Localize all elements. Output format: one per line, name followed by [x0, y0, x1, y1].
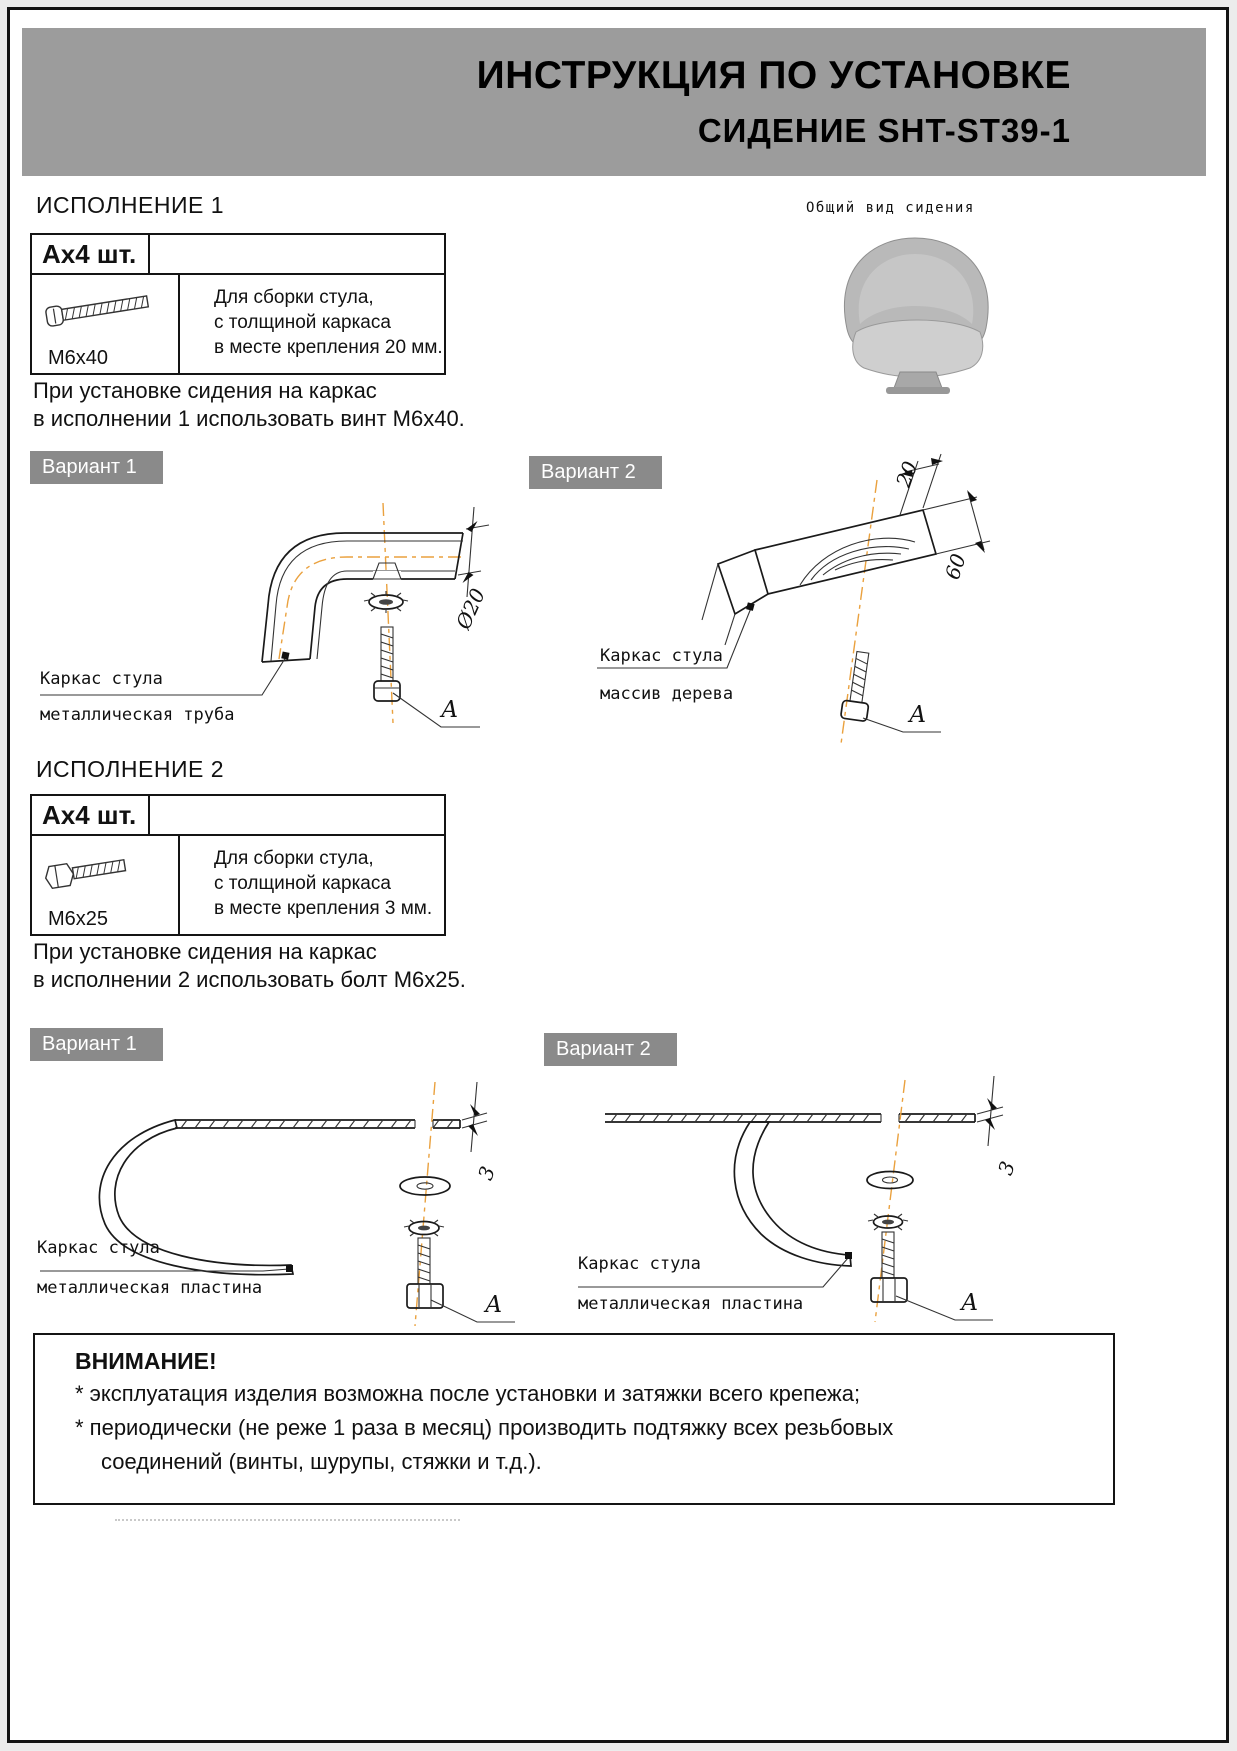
plate-frame-drawing-2	[578, 1075, 1004, 1323]
hardware-desc-line: Для сборки стула,	[214, 848, 374, 869]
frame-label: Каркас стула	[37, 1238, 160, 1258]
frame-label: Каркас стула	[40, 669, 163, 689]
note-exec1: При установке сидения на каркас в исполн…	[33, 377, 465, 433]
plate-frame-drawing-1	[40, 1081, 515, 1327]
hardware-desc-line: с толщиной каркаса	[214, 873, 391, 894]
hardware-icon-cell: M6x25	[32, 836, 180, 934]
material-label: массив дерева	[600, 684, 734, 704]
part-size-exec1: M6x40	[48, 347, 109, 369]
header-band: ИНСТРУКЦИЯ ПО УСТАНОВКЕ СИДЕНИЕ SHT-ST39…	[22, 28, 1206, 176]
fold-mark	[115, 1519, 460, 1521]
hardware-icon-cell: M6x40	[32, 275, 180, 373]
hardware-desc-line: Для сборки стула,	[214, 287, 374, 308]
bolt-icon	[44, 858, 127, 890]
hardware-table-exec2: Ах4 шт. M6x25 Для сборки стула, с толщин…	[30, 794, 446, 936]
badge-exec2-variant2: Вариант 2	[544, 1033, 677, 1066]
warning-title: ВНИМАНИЕ!	[75, 1348, 217, 1374]
hardware-description: Для сборки стула, с толщиной каркаса в м…	[180, 836, 444, 934]
note-line: в исполнении 2 использовать болт М6х25.	[33, 967, 466, 992]
hardware-desc-line: в месте крепления 20 мм.	[214, 337, 443, 358]
hardware-desc-line: в месте крепления 3 мм.	[214, 898, 433, 919]
tube-frame-drawing	[40, 502, 490, 728]
warning-item: * периодически (не реже 1 раза в месяц) …	[75, 1415, 894, 1440]
diagram-exec2-variant2: Каркас стула металлическая пластина 3 А	[545, 1068, 1035, 1358]
warning-item: соединений (винты, шурупы, стяжки и т.д.…	[101, 1449, 542, 1474]
screw-icon	[45, 295, 150, 327]
section-callout: А	[961, 1290, 979, 1316]
badge-exec1-variant1: Вариант 1	[30, 451, 163, 484]
badge-exec2-variant1: Вариант 1	[30, 1028, 163, 1061]
hardware-qty-exec1: Ах4 шт.	[32, 235, 150, 273]
section-callout: А	[485, 1292, 503, 1318]
material-label: металлическая пластина	[37, 1278, 263, 1298]
warning-box: ВНИМАНИЕ! * эксплуатация изделия возможн…	[33, 1333, 1115, 1505]
section-callout: А	[909, 702, 927, 728]
page-subtitle: СИДЕНИЕ SHT-ST39-1	[697, 112, 1071, 149]
note-line: При установке сидения на каркас	[33, 939, 377, 964]
frame-label: Каркас стула	[578, 1254, 701, 1274]
hardware-qty-exec2: Ах4 шт.	[32, 796, 150, 834]
part-size-exec2: M6x25	[48, 908, 109, 930]
hardware-desc-line: с толщиной каркаса	[214, 312, 391, 333]
note-line: При установке сидения на каркас	[33, 378, 377, 403]
page-title: ИНСТРУКЦИЯ ПО УСТАНОВКЕ	[476, 54, 1071, 97]
diagram-exec2-variant1: Каркас стула металлическая пластина 3 А	[25, 1068, 545, 1358]
chair-image	[843, 237, 989, 394]
execution2-heading: ИСПОЛНЕНИЕ 2	[36, 756, 225, 782]
diagram-exec1-variant2: Каркас стула массив дерева 20 60 А	[555, 442, 1035, 762]
frame-label: Каркас стула	[600, 646, 723, 666]
note-line: в исполнении 1 использовать винт М6х40.	[33, 406, 465, 431]
hardware-table-exec1: Ах4 шт. M6x40 Для сборки стула, с толщин…	[30, 233, 446, 375]
hardware-description: Для сборки стула, с толщиной каркаса в м…	[180, 275, 444, 373]
execution1-heading: ИСПОЛНЕНИЕ 1	[36, 192, 225, 218]
material-label: металлическая пластина	[578, 1294, 804, 1314]
section-callout: А	[441, 697, 459, 723]
warning-item: * эксплуатация изделия возможна после ус…	[75, 1381, 861, 1406]
diagram-exec1-variant1: Каркас стула металлическая труба Ø20 А	[25, 487, 535, 767]
note-exec2: При установке сидения на каркас в исполн…	[33, 938, 466, 994]
material-label: металлическая труба	[40, 705, 235, 725]
badge-exec1-variant2: Вариант 2	[529, 456, 662, 489]
general-view-label: Общий вид сидения	[806, 200, 975, 216]
wood-frame-drawing	[597, 453, 991, 745]
